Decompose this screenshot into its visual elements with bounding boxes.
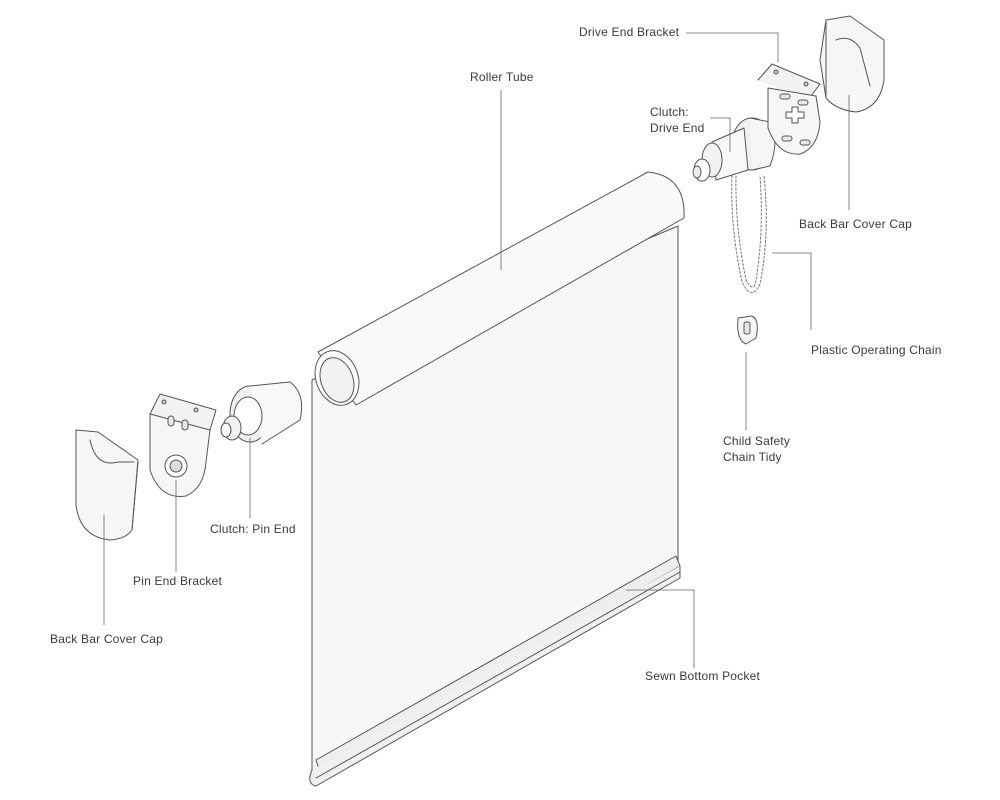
operating-chain bbox=[731, 175, 767, 293]
label-back-bar-cover-cap-left: Back Bar Cover Cap bbox=[50, 632, 163, 646]
label-clutch-drive-end: Clutch: Drive End bbox=[650, 104, 705, 136]
label-child-safety-line1: Child Safety bbox=[723, 434, 791, 448]
clutch-pin-end bbox=[220, 381, 303, 445]
label-drive-end-bracket: Drive End Bracket bbox=[579, 25, 680, 39]
label-roller-tube: Roller Tube bbox=[470, 70, 534, 84]
pin-end-bracket bbox=[149, 393, 217, 497]
label-child-safety-line2: Chain Tidy bbox=[723, 450, 782, 464]
drive-end-bracket bbox=[757, 63, 821, 155]
back-bar-cover-cap-right bbox=[819, 15, 885, 113]
label-child-safety-chain-tidy: Child Safety Chain Tidy bbox=[723, 433, 790, 465]
label-clutch-pin-end: Clutch: Pin End bbox=[210, 522, 296, 536]
roller-tube bbox=[314, 171, 685, 406]
clutch-drive-end bbox=[692, 117, 776, 182]
leader-lines bbox=[103, 32, 850, 668]
label-pin-end-bracket: Pin End Bracket bbox=[133, 574, 223, 588]
label-sewn-bottom-pocket: Sewn Bottom Pocket bbox=[645, 669, 760, 683]
label-clutch-drive-end-line2: Drive End bbox=[650, 121, 705, 135]
label-plastic-operating-chain: Plastic Operating Chain bbox=[811, 343, 942, 357]
back-bar-cover-cap-left bbox=[75, 429, 139, 541]
label-back-bar-cover-cap-right: Back Bar Cover Cap bbox=[799, 217, 912, 231]
child-safety-chain-tidy bbox=[737, 315, 758, 345]
label-clutch-drive-end-line1: Clutch: bbox=[650, 105, 689, 119]
bottom-bar bbox=[309, 555, 681, 787]
